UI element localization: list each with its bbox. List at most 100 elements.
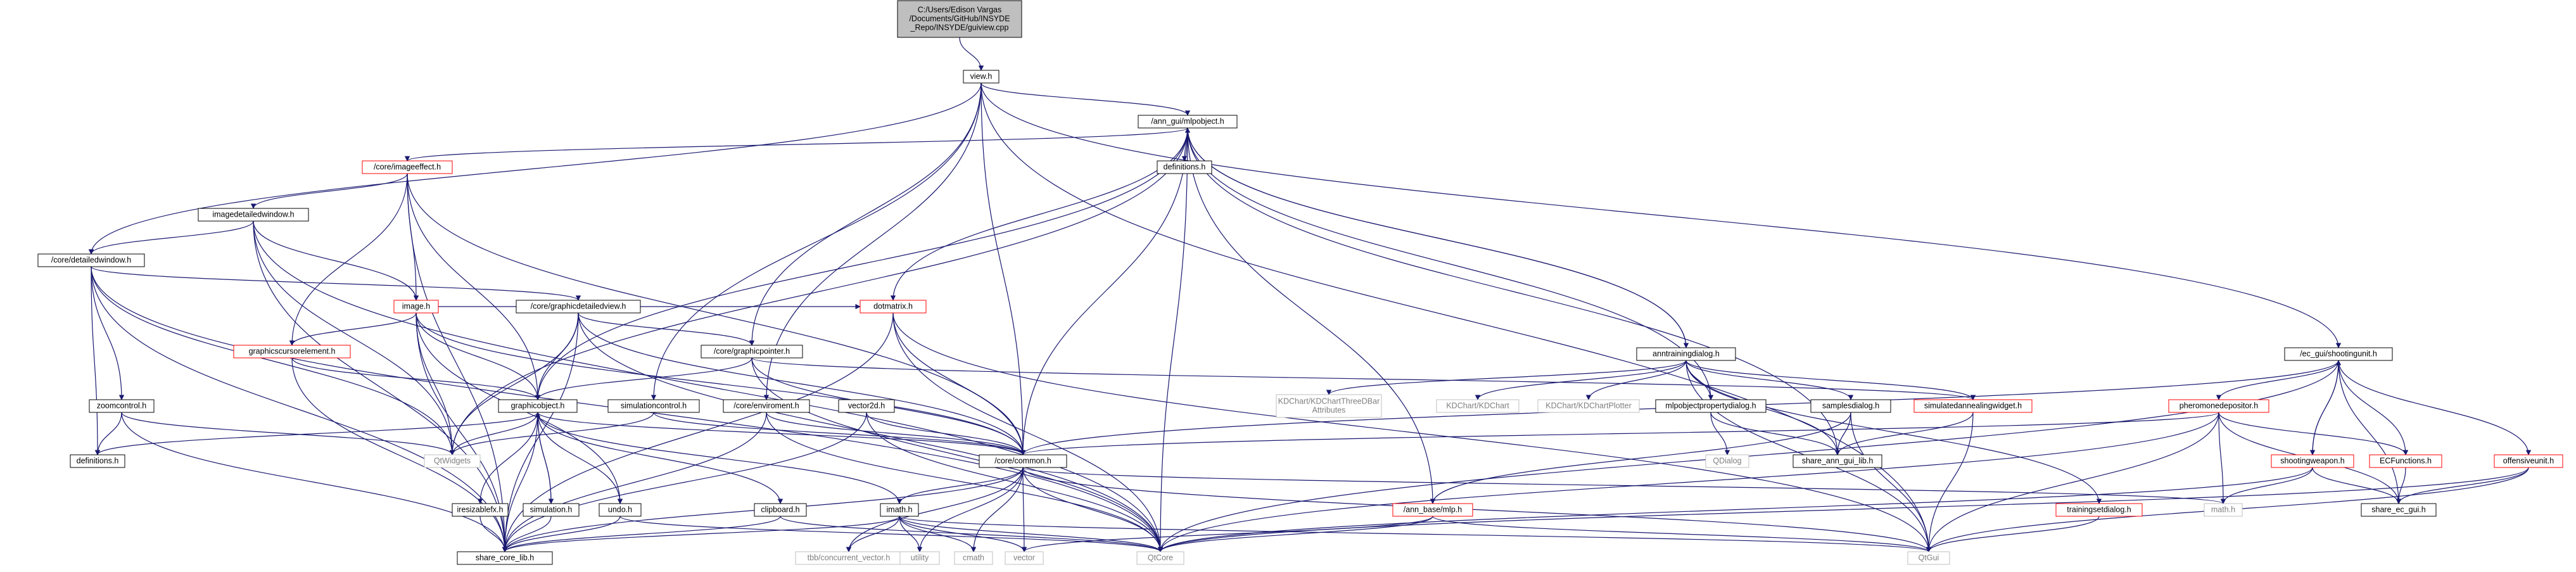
node-image-h[interactable]: image.h (393, 300, 439, 314)
node-label: QtWidgets (434, 456, 471, 465)
node-simulation-h[interactable]: simulation.h (523, 503, 580, 517)
edge-shootingweapon-to-mathh (2220, 467, 2313, 504)
edge-mlpobject-to-corecommon (1020, 127, 1188, 455)
edge-clipboard-to-qtcore (780, 516, 1164, 552)
edge-imageh-to-graphicobject (416, 312, 541, 400)
node-label: share_core_lib.h (476, 553, 534, 562)
node-label: tbb/concurrent_vector.h (808, 553, 891, 562)
edge-anntrainingdialog-to-trainingsetdialog (1685, 360, 2102, 504)
node-box (1705, 454, 1749, 468)
edge-viewh-to-qtgui (980, 82, 1932, 552)
node-label: clipboard.h (761, 505, 799, 514)
node-label: trainingsetdialog.h (2067, 505, 2131, 514)
node-imath-h[interactable]: imath.h (880, 503, 919, 517)
edge-vector2d-to-corecommon (866, 412, 1026, 455)
node-dotmatrix-h[interactable]: dotmatrix.h (860, 300, 927, 314)
node-box (70, 454, 125, 468)
node-box (2204, 503, 2243, 517)
edge-corecommon-to-qtcore (1022, 467, 1164, 552)
edge-shootingweapon-to-shareecgui (2312, 467, 2402, 504)
node-box (880, 503, 919, 517)
node-label: simulation.h (530, 505, 573, 514)
node-label: Attributes (1312, 405, 1346, 414)
node-ec-gui-shootingunit-h[interactable]: /ec_gui/shootingunit.h (2284, 347, 2393, 361)
node-kdchart-kdchartplotter: KDChart/KDChartPlotter (1537, 399, 1640, 413)
edge-mlpobject-to-qtwidgets (449, 127, 1188, 455)
node-iresizablefx-h[interactable]: iresizablefx.h (452, 503, 509, 517)
node-zoomcontrol-h[interactable]: zoomcontrol.h (89, 399, 155, 413)
node-box (954, 551, 993, 565)
edge-root-to-viewh (959, 37, 984, 71)
edge-graphicpointer-to-simulatedannealing (751, 357, 1976, 400)
edge-shootingunit-to-qtcore (1157, 360, 2339, 552)
node-box (899, 551, 940, 565)
node-label: graphicscursorelement.h (249, 346, 336, 355)
edge-dotmatrix-to-qtcore (892, 312, 1164, 552)
node-math-h: math.h (2204, 503, 2243, 517)
node-graphicobject-h[interactable]: graphicobject.h (498, 399, 578, 413)
node-box (1636, 347, 1736, 361)
node-core-common-h[interactable]: /core/common.h (979, 454, 1067, 468)
node-imagedetailedwindow-h[interactable]: imagedetailedwindow.h (198, 208, 309, 222)
edge-corecommon-to-qtgui (1022, 467, 1932, 552)
node-box (838, 399, 895, 413)
edge-corecommon-to-mathh (1022, 467, 2226, 504)
edge-detailedwindow-to-definitions2 (91, 266, 101, 455)
node-undo-h[interactable]: undo.h (599, 503, 642, 517)
node-anntrainingdialog-h[interactable]: anntrainingdialog.h (1636, 347, 1736, 361)
node-label: imagedetailedwindow.h (212, 210, 294, 219)
node-box (452, 503, 509, 517)
node-box (1392, 503, 1473, 517)
node-definitions-h[interactable]: definitions.h (1157, 160, 1212, 174)
node-samplesdialog-h[interactable]: samplesdialog.h (1810, 399, 1891, 413)
node-box (523, 503, 580, 517)
node-shootingweapon-h[interactable]: shootingweapon.h (2271, 454, 2354, 468)
edge-graphicobject-to-sharecorelib (502, 412, 538, 552)
edge-trainingsetdialog-to-qtgui (1926, 516, 2100, 552)
edge-vector2d-to-qtcore (866, 412, 1164, 552)
node-box (2284, 347, 2393, 361)
node-share-ec-gui-h[interactable]: share_ec_gui.h (2361, 503, 2437, 517)
node-label: share_ec_gui.h (2371, 505, 2426, 514)
edge-viewh-to-graphicpointer (749, 82, 982, 346)
edge-anntrainingdialog-to-kdchart (1475, 360, 1687, 400)
node-label: iresizablefx.h (457, 505, 504, 514)
node-label: pheromonedepositor.h (2179, 401, 2258, 410)
node-clipboard-h[interactable]: clipboard.h (754, 503, 807, 517)
node-ann-gui-mlpobject-h[interactable]: /ann_gui/mlpobject.h (1138, 115, 1238, 129)
node-core-graphicpointer-h[interactable]: /core/graphicpointer.h (701, 345, 803, 359)
node-ann-base-mlp-h[interactable]: /ann_base/mlp.h (1392, 503, 1473, 517)
edge-anntrainingdialog-to-simulatedannealing (1685, 360, 1976, 400)
edge-graphicobject-to-qtwidgets (449, 412, 538, 455)
node-c-users-edison-vargas-documents-github-insyde-repo-insyde-guiview-cpp[interactable]: C:/Users/Edison Vargas/Documents/GitHub/… (897, 0, 1022, 38)
node-core-imageeffect-h[interactable]: /core/imageeffect.h (362, 160, 453, 174)
node-label: definitions.h (77, 456, 119, 465)
node-view-h[interactable]: view.h (963, 70, 999, 84)
node-box (1157, 160, 1212, 174)
node-box (1810, 399, 1891, 413)
node-box (1138, 115, 1238, 129)
node-label: KDChart/KDChartPlotter (1545, 401, 1631, 410)
edge-imageh-to-qtwidgets (416, 312, 455, 455)
node-share-core-lib-h[interactable]: share_core_lib.h (457, 551, 553, 565)
node-graphicscursorelement-h[interactable]: graphicscursorelement.h (233, 345, 351, 359)
node-mlpobjectpropertydialog-h[interactable]: mlpobjectpropertydialog.h (1655, 399, 1767, 413)
node-core-detailedwindow-h[interactable]: /core/detailedwindow.h (37, 253, 145, 267)
node-vector2d-h[interactable]: vector2d.h (838, 399, 895, 413)
edge-pheromonedepositor-to-qtcore (1157, 412, 2219, 552)
node-simulatedannealingwidget-h[interactable]: simulatedannealingwidget.h (1913, 399, 2033, 413)
node-pheromonedepositor-h[interactable]: pheromonedepositor.h (2168, 399, 2269, 413)
node-definitions-h[interactable]: definitions.h (70, 454, 125, 468)
node-tbb-concurrent-vector-h: tbb/concurrent_vector.h (795, 551, 903, 565)
node-core-enviroment-h[interactable]: /core/enviroment.h (723, 399, 810, 413)
node-box (362, 160, 453, 174)
node-label: QtCore (1148, 553, 1173, 562)
node-trainingsetdialog-h[interactable]: trainingsetdialog.h (2055, 503, 2143, 517)
node-offensiveunit-h[interactable]: offensiveunit.h (2494, 454, 2563, 468)
node-share-ann-gui-lib-h[interactable]: share_ann_gui_lib.h (1792, 454, 1882, 468)
node-simulationcontrol-h[interactable]: simulationcontrol.h (607, 399, 700, 413)
edge-imagedetailedwindow-to-imageh (253, 220, 419, 301)
node-ecfunctions-h[interactable]: ECFunctions.h (2369, 454, 2442, 468)
node-core-graphicdetailedview-h[interactable]: /core/graphicdetailedview.h (516, 300, 641, 314)
